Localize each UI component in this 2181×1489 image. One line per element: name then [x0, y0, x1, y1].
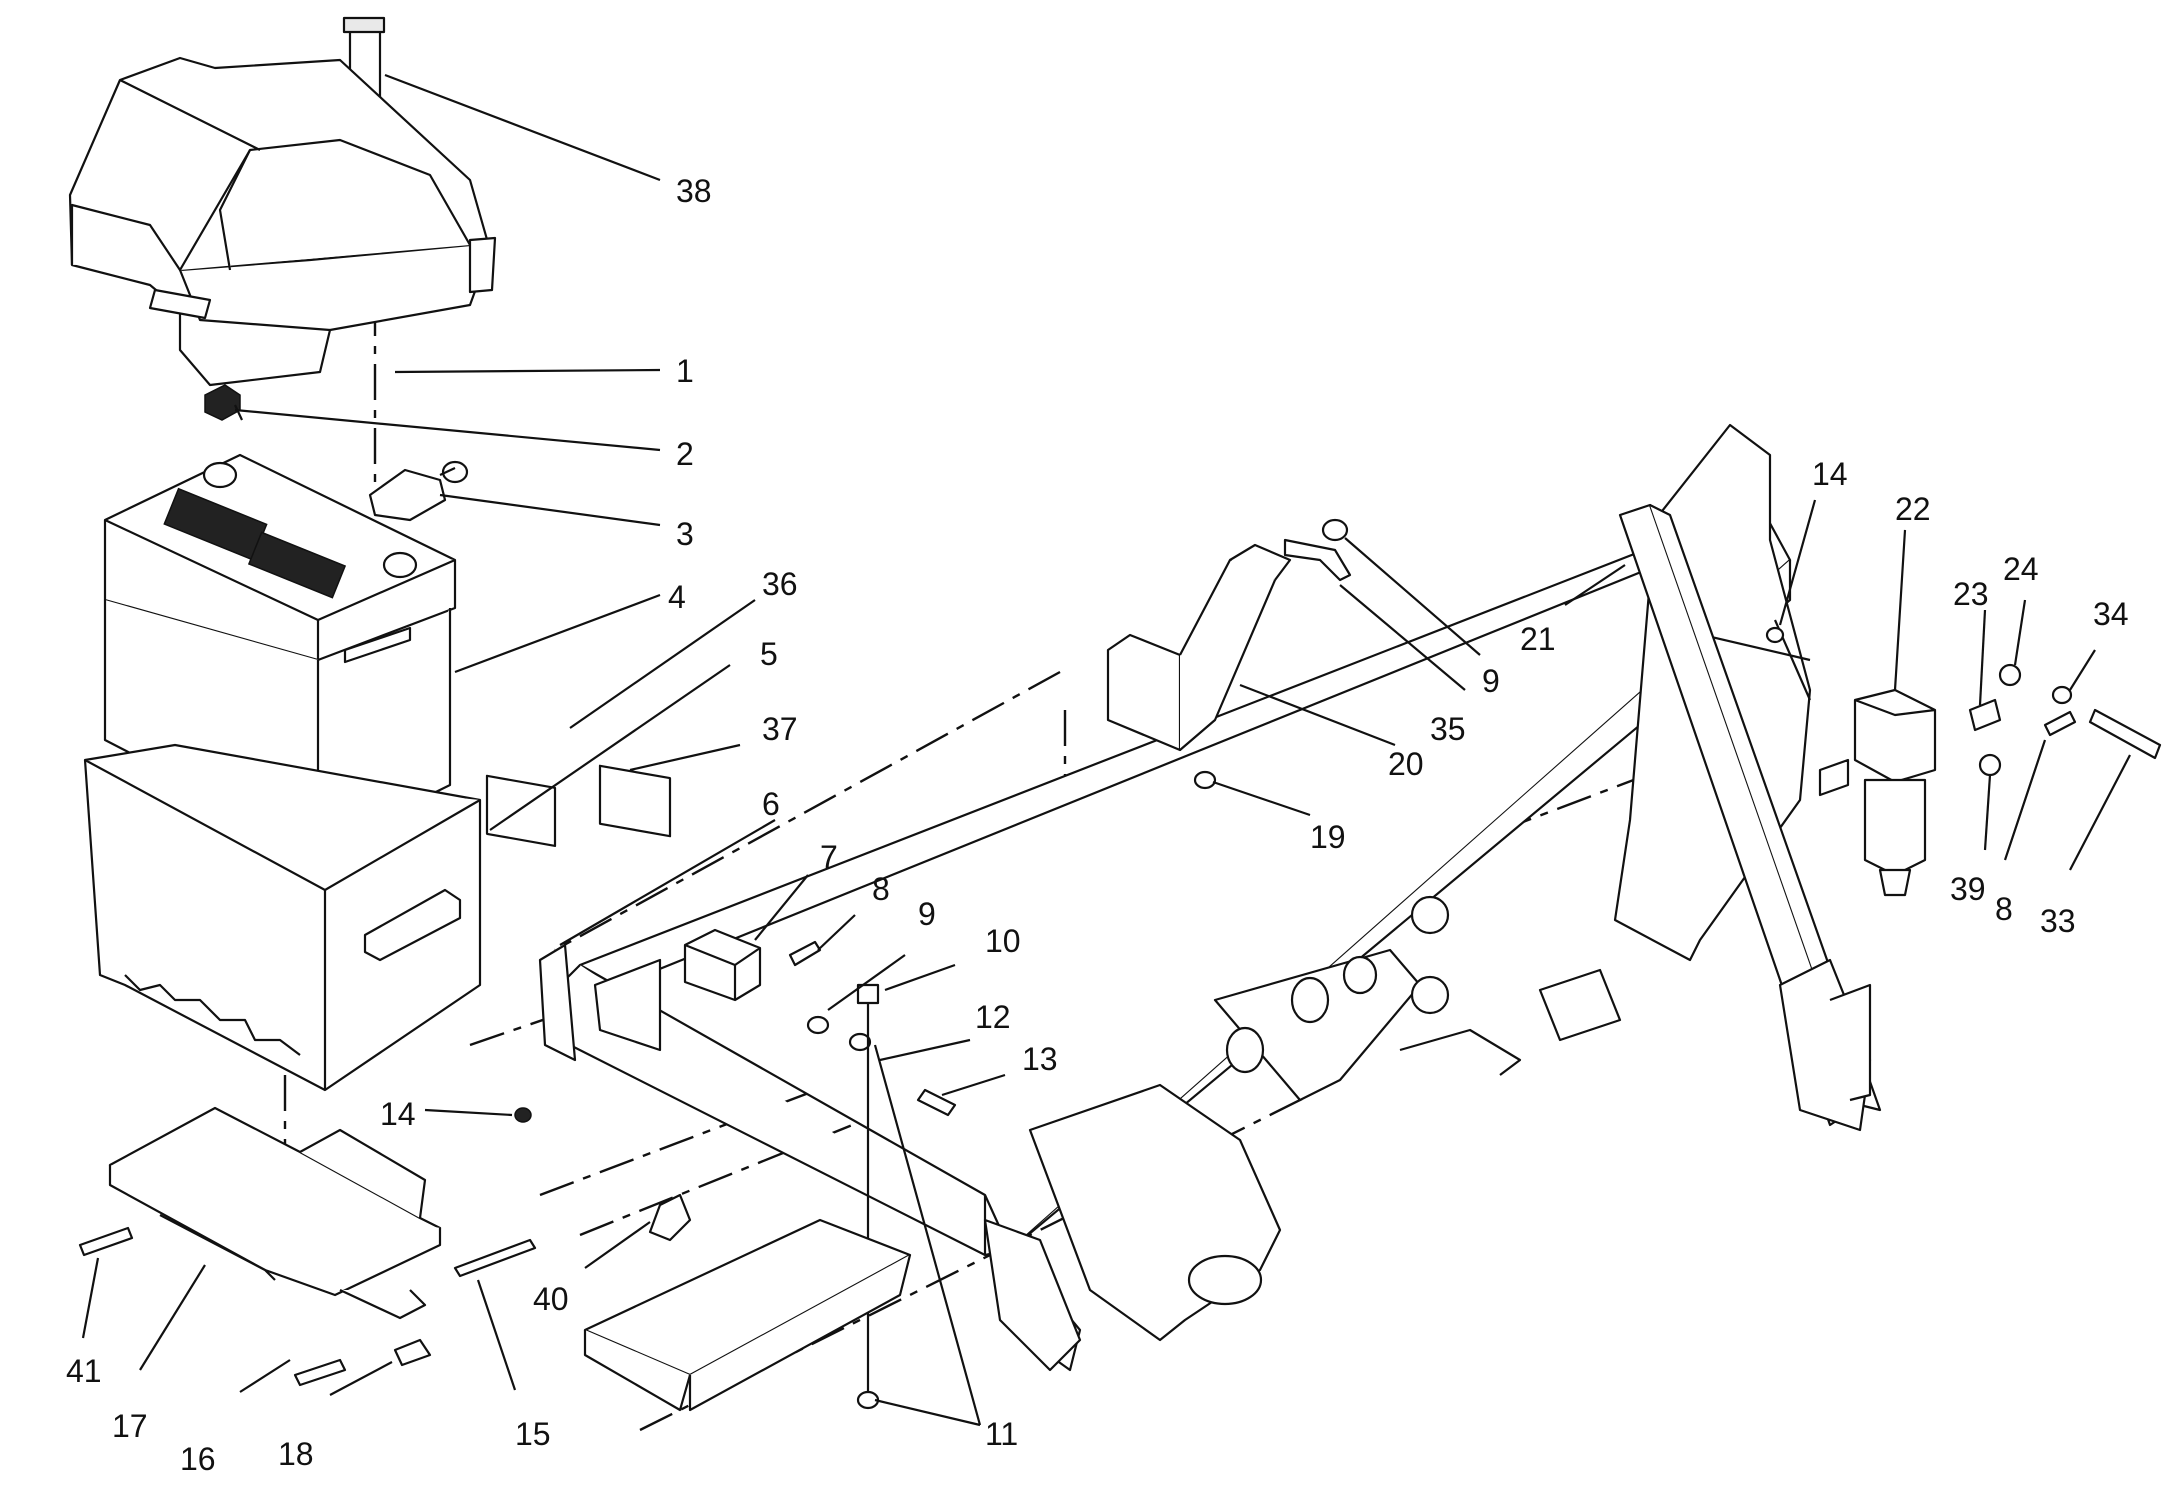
callout-16: 16	[180, 1441, 216, 1477]
battery-terminal-negative	[204, 384, 243, 421]
switch-bolt	[788, 940, 822, 967]
callout-24: 24	[2003, 551, 2039, 587]
callout-40: 40	[533, 1281, 569, 1317]
callout-1: 1	[676, 353, 694, 389]
callout-18: 18	[278, 1436, 314, 1472]
callout-21: 21	[1520, 621, 1556, 657]
callout-12: 12	[975, 999, 1011, 1035]
fuel-filter-assembly	[1818, 663, 2162, 897]
callout-35: 35	[1430, 711, 1466, 747]
battery-terminal-positive	[368, 460, 469, 522]
callout-19: 19	[1310, 819, 1346, 855]
battery-cover	[68, 16, 497, 387]
callout-8: 8	[872, 871, 890, 907]
callout-9: 9	[918, 896, 936, 932]
callout-38: 38	[676, 173, 712, 209]
callout-5: 5	[760, 636, 778, 672]
callout-9-upper: 9	[1482, 663, 1500, 699]
decal-37	[598, 764, 672, 838]
callout-15: 15	[515, 1416, 551, 1452]
callout-2: 2	[676, 436, 694, 472]
lower-shield	[583, 1218, 912, 1412]
callout-41: 41	[66, 1353, 102, 1389]
callout-34: 34	[2093, 596, 2129, 632]
callout-23: 23	[1953, 576, 1989, 612]
callout-14-left: 14	[380, 1096, 416, 1132]
mounting-hardware	[78, 518, 1785, 1410]
callout-17: 17	[112, 1408, 148, 1444]
callout-11: 11	[985, 1416, 1018, 1452]
callout-33: 33	[2040, 903, 2076, 939]
leader-lines	[81, 73, 2131, 1427]
callout-13: 13	[1022, 1041, 1058, 1077]
callout-3: 3	[676, 516, 694, 552]
callout-10: 10	[985, 923, 1021, 959]
upright-post	[1618, 503, 1882, 1132]
battery-tray	[108, 1106, 442, 1320]
callout-8-right: 8	[1995, 891, 2013, 927]
battery-box	[83, 743, 482, 1092]
main-frame-rail	[558, 503, 1792, 1372]
callout-labels: 38 1 2 3 4 36 5 37 6 7 8 9 10 12 13 14 4…	[66, 173, 2129, 1477]
callout-22: 22	[1895, 491, 1931, 527]
left-end-bracket	[538, 943, 1082, 1372]
upper-bracket	[1106, 543, 1292, 752]
callout-36: 36	[762, 566, 798, 602]
callout-6: 6	[762, 786, 780, 822]
battery-disconnect-switch	[683, 928, 762, 1002]
decal-36	[485, 774, 557, 847]
callout-37: 37	[762, 711, 798, 747]
callout-4: 4	[668, 579, 686, 615]
callout-14-right: 14	[1812, 456, 1848, 492]
callout-39: 39	[1950, 871, 1986, 907]
callout-7: 7	[820, 839, 838, 875]
clamp-strap	[1283, 538, 1352, 582]
callout-20: 20	[1388, 746, 1424, 782]
